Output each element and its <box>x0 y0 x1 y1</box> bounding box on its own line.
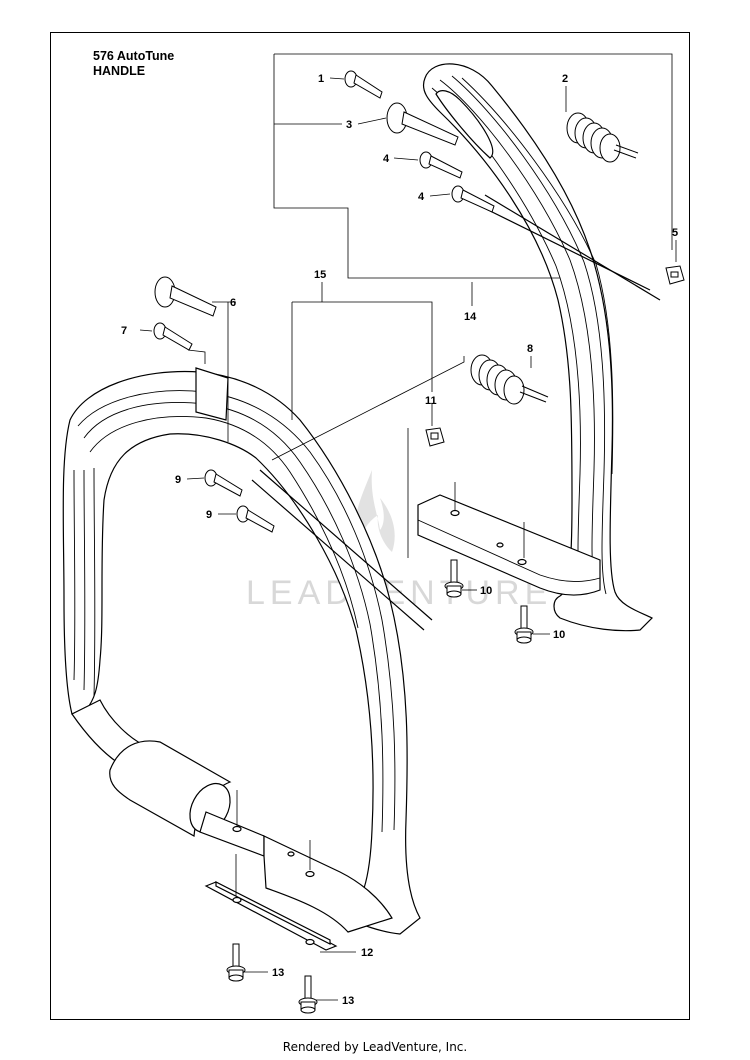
callout-10-lower: 10 <box>553 629 565 641</box>
callout-10-upper: 10 <box>480 585 492 597</box>
callout-8: 8 <box>527 343 533 355</box>
screw-4-lower <box>451 185 495 213</box>
watermark: LEADVENTURE <box>246 470 552 612</box>
screw-9-upper <box>204 469 243 497</box>
callout-3: 3 <box>346 119 352 131</box>
callout-12: 12 <box>361 947 373 959</box>
screw-7 <box>153 322 193 351</box>
rear-handle <box>417 63 661 632</box>
callout-4-lower: 4 <box>418 191 425 203</box>
model-name: 576 AutoTune <box>93 49 175 63</box>
callout-14: 14 <box>464 311 477 323</box>
callout-13-upper: 13 <box>272 967 284 979</box>
flange-bolt-10b <box>514 605 534 644</box>
flange-bolt-10a <box>444 559 464 598</box>
flange-bolt-13b <box>298 975 318 1014</box>
flange-bolt-13a <box>226 943 246 982</box>
callout-9-upper: 9 <box>175 474 181 486</box>
bolt-6 <box>154 276 217 317</box>
callout-7: 7 <box>121 325 127 337</box>
callout-9-lower: 9 <box>206 509 212 521</box>
screw-4-upper <box>419 151 463 179</box>
svg-text:LEADVENTURE: LEADVENTURE <box>246 574 552 612</box>
screw-9-lower <box>236 505 275 533</box>
callout-2: 2 <box>562 73 568 85</box>
section-name: HANDLE <box>93 64 146 78</box>
spring-8 <box>470 354 549 405</box>
nut-11 <box>425 427 445 447</box>
bolt-3 <box>386 102 459 146</box>
callout-1: 1 <box>318 73 324 85</box>
callout-5: 5 <box>672 227 678 239</box>
spring-2 <box>566 112 639 163</box>
nut-5 <box>665 265 685 285</box>
callout-15: 15 <box>314 269 326 281</box>
diagram-frame <box>50 32 690 1020</box>
callout-13-lower: 13 <box>342 995 354 1007</box>
screw-1 <box>344 70 383 99</box>
callout-labels: 1 2 3 4 4 5 6 7 8 9 9 10 10 11 12 13 13 … <box>121 73 678 1007</box>
callout-4-upper: 4 <box>383 153 390 165</box>
diagram-title: 576 AutoTune HANDLE <box>93 49 174 79</box>
callout-11: 11 <box>425 395 437 407</box>
front-handle <box>62 367 433 951</box>
leader-lines <box>139 53 677 1001</box>
render-credit: Rendered by LeadVenture, Inc. <box>282 1040 468 1054</box>
callout-6: 6 <box>230 297 236 309</box>
